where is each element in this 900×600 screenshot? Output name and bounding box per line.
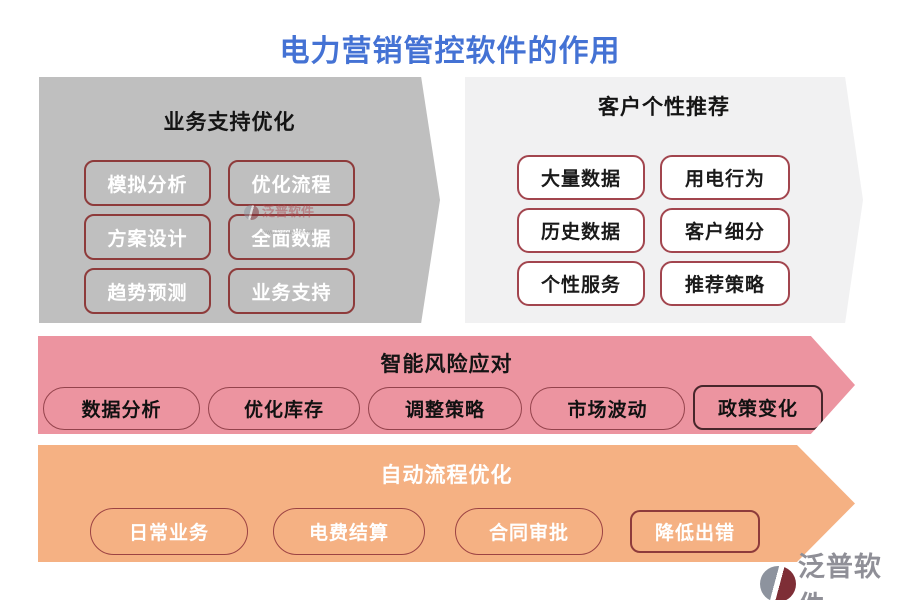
- item-pill: 合同审批: [455, 508, 603, 555]
- item-pill: 电费结算: [273, 508, 425, 555]
- item-chip: 方案设计: [84, 214, 211, 260]
- item-pill: 市场波动: [530, 387, 685, 430]
- watermark-row: 泛普软件: [760, 545, 900, 600]
- item-pill: 优化库存: [208, 387, 360, 430]
- item-pill: 降低出错: [630, 510, 760, 553]
- item-chip: 全面数据: [228, 214, 355, 260]
- item-chip: 模拟分析: [84, 160, 211, 206]
- section-process-optimize: 自动流程优化 日常业务 电费结算 合同审批 降低出错: [38, 445, 855, 562]
- section-title-customer-recommend: 客户个性推荐: [598, 96, 730, 119]
- section-title-risk-response: 智能风险应对: [380, 353, 513, 376]
- item-chip: 客户细分: [660, 208, 790, 253]
- section-business-support: 业务支持优化 模拟分析 优化流程 方案设计 全面数据 趋势预测 业务支持 泛普软…: [39, 77, 440, 323]
- fanpu-logo-icon: [760, 566, 796, 600]
- item-pill: 政策变化: [693, 385, 823, 430]
- item-pill: 数据分析: [43, 387, 200, 430]
- section-customer-recommend: 客户个性推荐 大量数据 用电行为 历史数据 客户细分 个性服务 推荐策略: [465, 77, 863, 323]
- watermark: 泛普软件 www.fanpusoft.com: [760, 545, 900, 600]
- item-pill: 调整策略: [368, 387, 522, 430]
- business-support-item-grid: 模拟分析 优化流程 方案设计 全面数据 趋势预测 业务支持: [84, 160, 355, 314]
- section-risk-response: 智能风险应对 数据分析 优化库存 调整策略 市场波动 政策变化: [38, 336, 855, 434]
- item-chip: 大量数据: [517, 155, 645, 200]
- item-chip: 推荐策略: [660, 261, 790, 306]
- item-chip: 用电行为: [660, 155, 790, 200]
- item-chip: 个性服务: [517, 261, 645, 306]
- section-title-business-support: 业务支持优化: [163, 111, 296, 134]
- item-pill: 日常业务: [90, 508, 248, 555]
- section-title-process-optimize: 自动流程优化: [380, 464, 513, 487]
- item-chip: 历史数据: [517, 208, 645, 253]
- customer-recommend-item-grid: 大量数据 用电行为 历史数据 客户细分 个性服务 推荐策略: [517, 155, 790, 306]
- page-title: 电力营销管控软件的作用: [279, 35, 621, 68]
- item-chip: 优化流程: [228, 160, 355, 206]
- item-chip: 业务支持: [228, 268, 355, 314]
- item-chip: 趋势预测: [84, 268, 211, 314]
- watermark-brand: 泛普软件: [797, 552, 882, 600]
